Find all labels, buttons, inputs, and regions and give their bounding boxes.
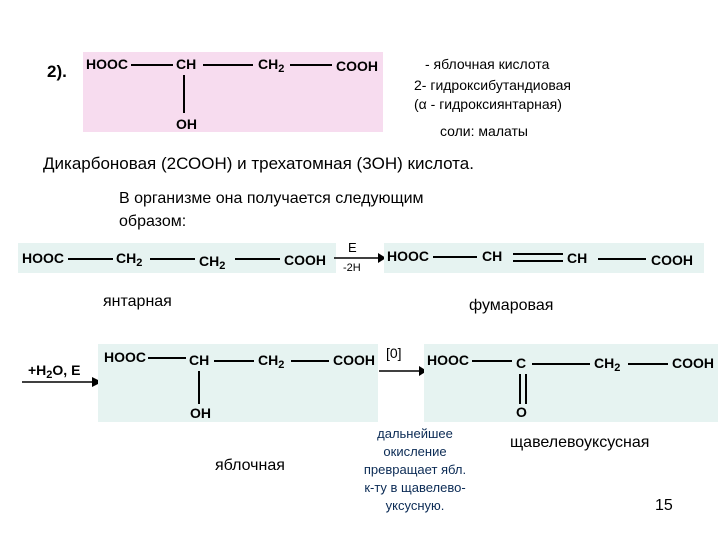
formula-oh: OH: [176, 116, 197, 132]
formula-cooh: COOH: [336, 58, 378, 74]
oxalo-c: C: [516, 355, 527, 371]
fumaric-name: фумаровая: [469, 297, 554, 314]
formula-ch: CH: [176, 56, 197, 72]
double-bond-vertical-left: [519, 374, 521, 404]
oxidation-note: дальнейшее окисление превращает ябл. к-т…: [340, 425, 490, 515]
double-bond-lower: [513, 260, 563, 262]
oxalo-ch2: CH2: [594, 355, 621, 374]
fumaric-hooc: HOOC: [387, 248, 429, 264]
succinic-hooc: HOOC: [22, 250, 64, 266]
oxalo-hooc: HOOC: [427, 352, 469, 368]
fumaric-ch-2: CH: [567, 250, 588, 266]
bond: [598, 258, 646, 260]
bond: [472, 360, 512, 362]
malic-hooc: HOOC: [104, 349, 146, 365]
double-bond-upper: [513, 253, 563, 255]
bond: [150, 258, 195, 260]
bond: [131, 64, 173, 66]
bond: [235, 258, 280, 260]
malic-oh: OH: [190, 405, 211, 421]
bond: [628, 363, 668, 365]
salts-label: соли: малаты: [440, 123, 528, 139]
formula-box-malic: [98, 344, 378, 422]
note-line: к-ту в щавелево-: [364, 480, 466, 495]
description-alpha: (α - гидроксиянтарная): [414, 96, 562, 112]
malic-ch2: CH2: [258, 352, 285, 371]
malic-ch: CH: [189, 352, 210, 368]
item-number: 2).: [47, 62, 67, 81]
bond-vertical: [183, 75, 185, 113]
oxalo-o: O: [516, 404, 527, 420]
succinic-ch2-b: CH2: [199, 253, 226, 272]
hydration-reagent: +H2O, E: [28, 362, 81, 381]
fumaric-cooh: COOH: [651, 252, 693, 268]
formula-ch2: CH2: [258, 56, 285, 75]
formula-box-fumaric: [384, 243, 704, 273]
bond: [532, 363, 590, 365]
bond: [290, 64, 332, 66]
bond-vertical: [198, 371, 200, 404]
arrow-dehydrogenation-label: -2H: [343, 262, 361, 274]
arrow-enzyme-label: E: [348, 240, 357, 255]
description-iupac: 2- гидроксибутандиовая: [414, 77, 572, 93]
bond: [433, 256, 477, 258]
fumaric-ch-1: CH: [482, 248, 503, 264]
statement-text: Дикарбоновая (2СООН) и трехатомная (3ОН)…: [43, 154, 474, 173]
note-line: окисление: [383, 444, 447, 459]
reaction-arrow: [334, 253, 386, 263]
succinic-name: янтарная: [103, 293, 172, 310]
oxalo-cooh: COOH: [672, 355, 714, 371]
oxidation-mark: [0]: [386, 345, 402, 361]
page-number: 15: [655, 497, 673, 514]
note-line: превращает ябл.: [363, 462, 467, 477]
hydration-arrow: [22, 377, 102, 387]
malic-name: яблочная: [215, 457, 285, 474]
oxaloacetic-name: щавелевоуксусная: [510, 434, 650, 451]
succinic-ch2-a: CH2: [116, 250, 143, 269]
origin-text-line1: В организме она получается следующим: [119, 190, 424, 207]
bond: [214, 360, 254, 362]
succinic-cooh: COOH: [284, 252, 326, 268]
bond: [68, 258, 113, 260]
bond: [148, 357, 186, 359]
formula-box-oxaloacetic: [424, 344, 718, 422]
malic-cooh: COOH: [333, 352, 375, 368]
bond: [291, 360, 329, 362]
double-bond-vertical-right: [525, 374, 527, 404]
origin-text-line2: образом:: [119, 213, 187, 230]
bond: [203, 64, 253, 66]
note-line: дальнейшее: [377, 426, 453, 441]
note-line: уксусную.: [385, 498, 445, 513]
oxidation-arrow: [379, 366, 427, 376]
description-name: - яблочная кислота: [425, 56, 550, 72]
formula-hooc: HOOC: [86, 56, 128, 72]
